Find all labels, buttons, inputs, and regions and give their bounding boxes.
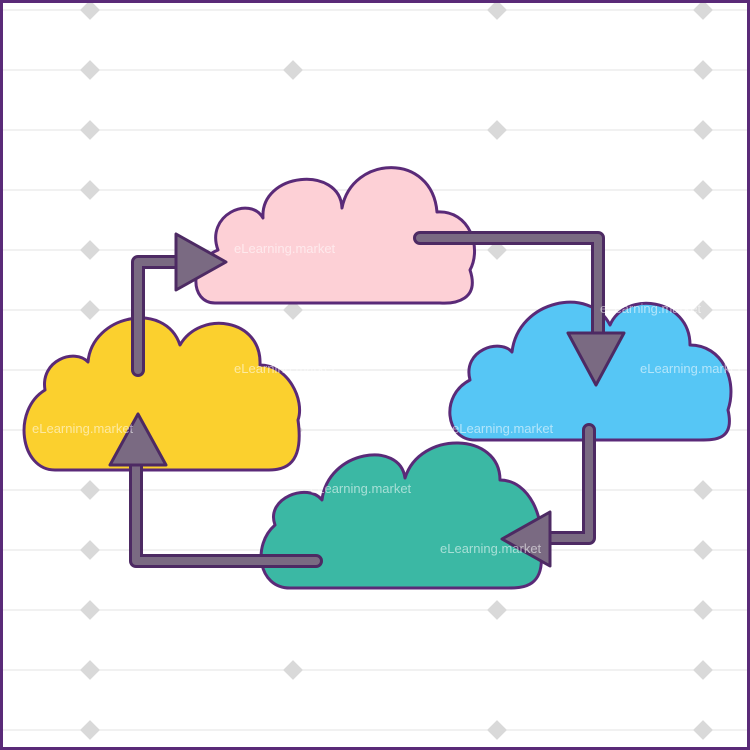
arrow-blue-to-teal — [536, 426, 593, 542]
watermark-diamond — [693, 540, 713, 560]
watermark-diamond — [80, 240, 100, 260]
watermark-diamond — [487, 120, 507, 140]
watermark-diamond — [693, 60, 713, 80]
watermark-diamond — [80, 3, 100, 20]
watermark-diamond — [487, 600, 507, 620]
cycle-arrows — [108, 231, 626, 568]
watermark-diamond — [283, 300, 303, 320]
arrow-yellow-to-pink-head — [174, 232, 228, 292]
watermark-diamond — [487, 3, 507, 20]
watermark-text: eLearning.market — [440, 541, 542, 556]
watermark-diamond — [80, 660, 100, 680]
watermark-diamond — [80, 540, 100, 560]
watermark-diamond — [80, 480, 100, 500]
watermark-diamond — [693, 720, 713, 740]
watermark-diamond — [80, 300, 100, 320]
arrow-teal-to-yellow — [132, 451, 320, 565]
watermark-diamond — [283, 60, 303, 80]
watermark-texts: eLearning.market eLearning.market eLearnin… — [32, 241, 742, 556]
arrow-blue-to-teal-head — [500, 510, 552, 568]
watermark-diamond — [693, 660, 713, 680]
watermark-diamond — [487, 720, 507, 740]
arrow-yellow-to-pink — [134, 258, 189, 374]
watermark-text: eLearning.market — [640, 361, 742, 376]
arrow-pink-to-blue-head — [566, 331, 626, 387]
watermark-text: eLearning.market — [234, 361, 336, 376]
watermark-diamond — [693, 3, 713, 20]
watermark-diamond — [283, 660, 303, 680]
watermark-diamond — [80, 60, 100, 80]
watermark-diamond — [693, 480, 713, 500]
watermark-diamond — [80, 120, 100, 140]
watermark-diamond — [693, 180, 713, 200]
arrow-pink-to-blue — [416, 234, 602, 349]
watermark-diamond — [487, 240, 507, 260]
watermark-diamond — [693, 120, 713, 140]
watermark-diamond — [693, 300, 713, 320]
pink-cloud — [194, 166, 476, 305]
watermark-diamond — [693, 600, 713, 620]
arrow-teal-to-yellow-head — [108, 412, 168, 467]
watermark-diamond — [80, 600, 100, 620]
watermark-text: eLearning.market — [452, 421, 554, 436]
watermark-diamond — [80, 180, 100, 200]
cloud-cycle-diagram: eLearning.market eLearning.market eLearnin… — [3, 3, 747, 740]
watermark-text: eLearning.market — [234, 241, 336, 256]
watermark-diamond — [80, 720, 100, 740]
watermark-text: eLearning.market — [600, 301, 702, 316]
watermark-diamond — [693, 240, 713, 260]
yellow-cloud — [22, 316, 301, 472]
watermark-text: eLearning.market — [310, 481, 412, 496]
watermark-text: eLearning.market — [32, 421, 134, 436]
